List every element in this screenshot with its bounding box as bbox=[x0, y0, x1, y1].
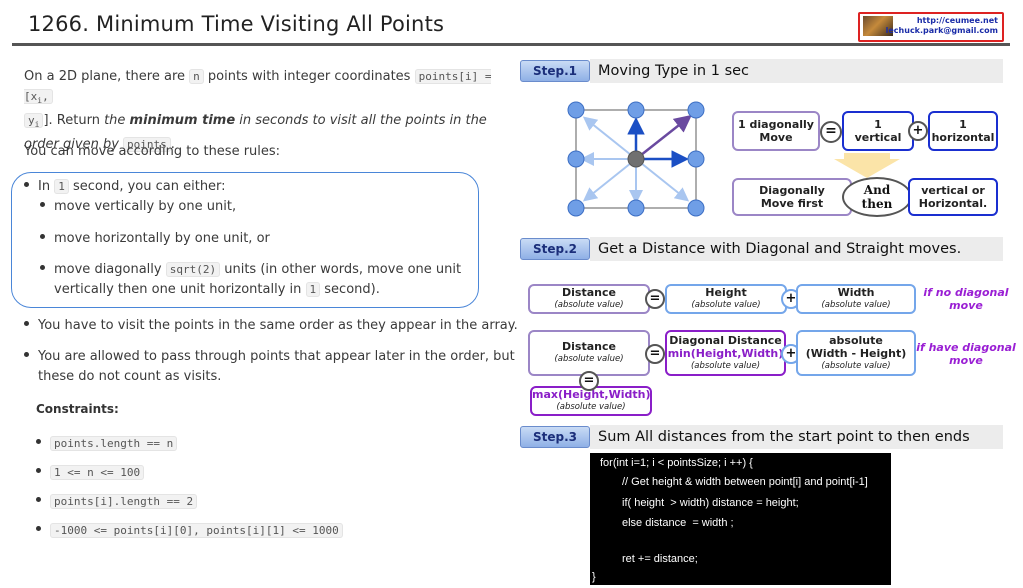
grid-node bbox=[687, 101, 705, 119]
code-line: ret += distance; bbox=[622, 553, 698, 565]
down-arrow-icon bbox=[834, 153, 900, 178]
plus-sign: + bbox=[908, 121, 928, 141]
step1-tag: Step.1 bbox=[520, 60, 590, 82]
code-line: // Get height & width between point[i] a… bbox=[622, 476, 868, 488]
constraint-item: 1 <= n <= 100 bbox=[36, 465, 145, 480]
step3-title: Sum All distances from the start point t… bbox=[590, 425, 1003, 449]
logo-email: lechuck.park@gmail.com bbox=[885, 26, 998, 35]
note-no-diagonal: if no diagonal move bbox=[923, 286, 1009, 312]
box-one-diagonal-move: 1 diagonally Move bbox=[732, 111, 820, 151]
arrow-up-right-diagonal bbox=[635, 114, 692, 160]
constraints-title: Constraints: bbox=[36, 402, 119, 416]
box-distance-diagonal: Distance(absolute value) bbox=[528, 330, 650, 376]
equals-sign: = bbox=[645, 344, 665, 364]
step3-tag: Step.3 bbox=[520, 426, 590, 448]
movement-grid-diagram bbox=[567, 101, 705, 217]
grid-node bbox=[627, 101, 645, 119]
problem-description: On a 2D plane, there are n points with i… bbox=[24, 69, 492, 153]
step2-title: Get a Distance with Diagonal and Straigh… bbox=[590, 237, 1003, 261]
rule-1: In 1 second, you can either: bbox=[24, 177, 226, 197]
code-line: } bbox=[592, 571, 596, 583]
logo-url: http://ceumee.net bbox=[916, 16, 998, 25]
box-distance: Distance(absolute value) bbox=[528, 284, 650, 314]
code-line: else distance = width ; bbox=[622, 517, 734, 529]
box-one-horizontal: 1 horizontal bbox=[928, 111, 998, 151]
sub-rule-horizontal: move horizontally by one unit, or bbox=[40, 229, 270, 249]
grid-node bbox=[567, 199, 585, 217]
equals-sign: = bbox=[579, 371, 599, 391]
code-line: for(int i=1; i < pointsSize; i ++) { bbox=[600, 457, 753, 469]
box-vertical-or-horizontal: vertical or Horizontal. bbox=[908, 178, 998, 216]
sub-rule-vertical: move vertically by one unit, bbox=[40, 197, 236, 217]
arrow-down-left bbox=[582, 158, 637, 202]
constraint-item: points[i].length == 2 bbox=[36, 494, 198, 509]
box-height: Height(absolute value) bbox=[665, 284, 787, 314]
grid-node bbox=[687, 150, 705, 168]
grid-node bbox=[627, 199, 645, 217]
page-title: 1266. Minimum Time Visiting All Points bbox=[28, 12, 445, 36]
title-divider bbox=[12, 43, 1010, 46]
step1-title: Moving Type in 1 sec bbox=[590, 59, 1003, 83]
constraint-item: points.length == n bbox=[36, 436, 178, 451]
box-diagonally-move-first: Diagonally Move first bbox=[732, 178, 852, 216]
center-node bbox=[627, 150, 645, 168]
author-logo[interactable]: http://ceumee.net lechuck.park@gmail.com bbox=[858, 12, 1004, 42]
arrow-down-right bbox=[635, 158, 690, 202]
box-diagonal-distance: Diagonal Distance min(Height,Width) (abs… bbox=[665, 330, 786, 376]
logo-image bbox=[863, 16, 893, 36]
box-one-vertical: 1 vertical bbox=[842, 111, 914, 151]
arrow-up-left bbox=[582, 116, 637, 160]
equals-sign: = bbox=[820, 121, 842, 143]
equals-sign: = bbox=[645, 289, 665, 309]
rule-2: You have to visit the points in the same… bbox=[24, 316, 518, 336]
grid-node bbox=[567, 101, 585, 119]
grid-node bbox=[687, 199, 705, 217]
box-width: Width(absolute value) bbox=[796, 284, 916, 314]
code-snippet-panel: for(int i=1; i < pointsSize; i ++) { // … bbox=[590, 453, 891, 585]
grid-node bbox=[567, 150, 585, 168]
code-line: if( height > width) distance = height; bbox=[622, 497, 799, 509]
rules-highlight-box bbox=[11, 172, 479, 308]
note-have-diagonal: if have diagonal move bbox=[916, 341, 1016, 367]
and-then-connector: And then bbox=[842, 177, 912, 217]
sub-rule-diagonal: move diagonally sqrt(2) units (in other … bbox=[40, 260, 461, 300]
box-absolute-width-minus-height: absolute(Width - Height)(absolute value) bbox=[796, 330, 916, 376]
step2-tag: Step.2 bbox=[520, 238, 590, 260]
constraint-item: -1000 <= points[i][0], points[i][1] <= 1… bbox=[36, 523, 343, 538]
rules-intro: You can move according to these rules: bbox=[24, 144, 281, 159]
rule-3: You are allowed to pass through points t… bbox=[24, 347, 515, 387]
